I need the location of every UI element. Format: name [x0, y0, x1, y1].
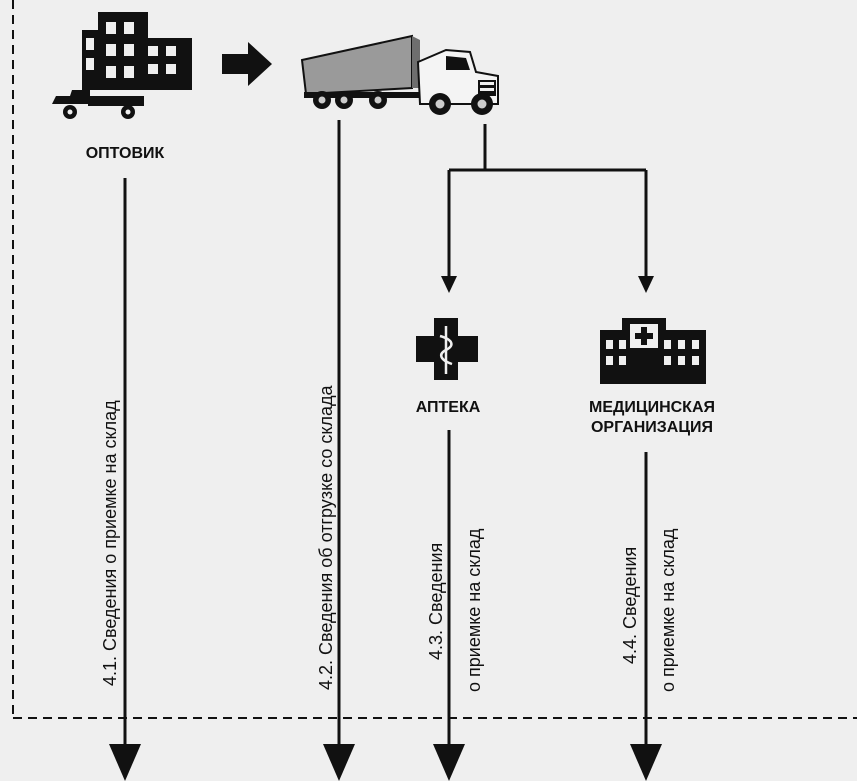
- flow-label-4-4-line2: о приемке на склад: [658, 528, 678, 692]
- flow-arrow-4-2: [323, 120, 355, 781]
- flow-arrow-4-4: [630, 452, 662, 781]
- hospital-building-icon: [600, 318, 706, 384]
- arrowhead-to-pharmacy: [441, 276, 457, 293]
- flow-label-4-1: 4.1. Сведения о приемке на склад: [100, 400, 120, 686]
- flow-arrow-4-1: [109, 178, 141, 781]
- wholesaler-label: ОПТОВИК: [86, 145, 165, 162]
- warehouse-building-icon: [82, 12, 192, 90]
- medical-org-label-line2: ОРГАНИЗАЦИЯ: [591, 419, 713, 436]
- branch-connector: [447, 124, 648, 278]
- flow-label-4-3-line2: о приемке на склад: [464, 528, 484, 692]
- transfer-arrow-icon: [222, 42, 272, 86]
- pharmacy-cross-icon: [416, 318, 478, 380]
- flow-label-4-3-line1: 4.3. Сведения: [426, 543, 446, 660]
- medical-org-label-line1: МЕДИЦИНСКАЯ: [589, 399, 715, 416]
- arrowhead-to-hospital: [638, 276, 654, 293]
- small-truck-icon: [52, 90, 144, 119]
- flow-label-4-4-line1: 4.4. Сведения: [620, 547, 640, 664]
- semi-truck-icon: [300, 34, 499, 115]
- flow-arrow-4-3: [433, 430, 465, 781]
- flow-label-4-2: 4.2. Сведения об отгрузке со склада: [316, 385, 336, 690]
- pharmacy-label: АПТЕКА: [416, 399, 481, 416]
